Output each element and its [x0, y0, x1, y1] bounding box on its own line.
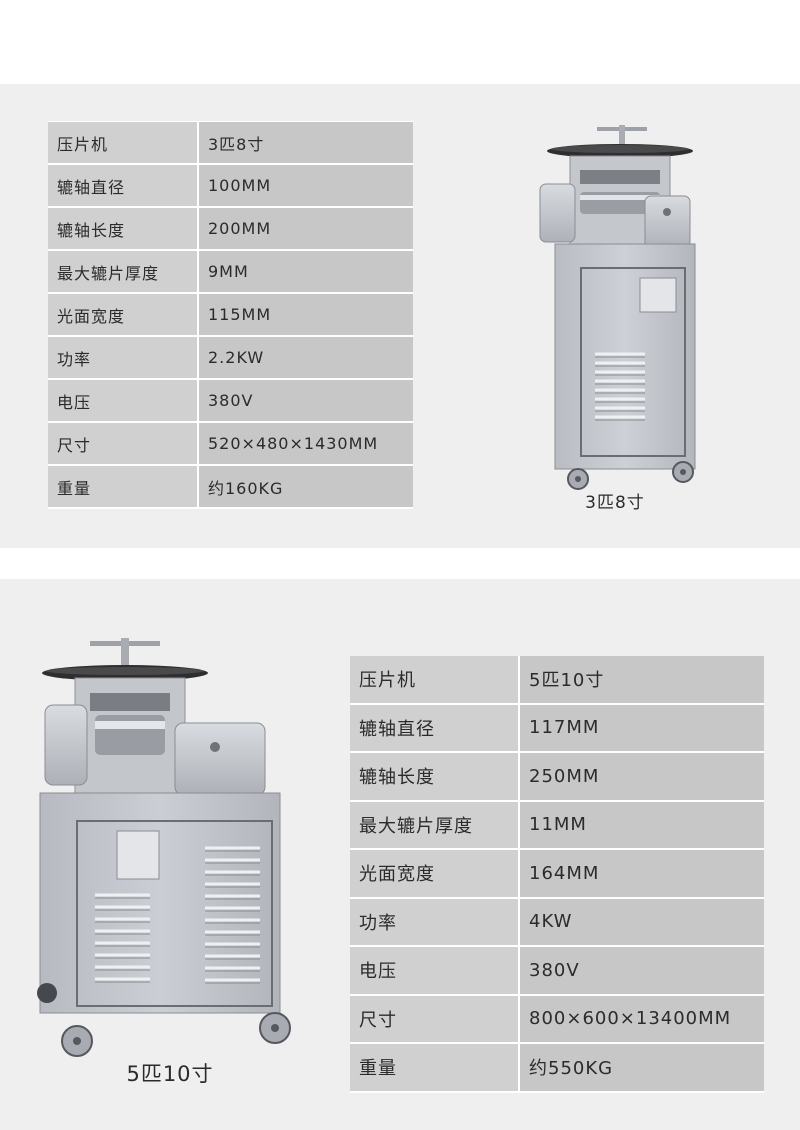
spec-label: 最大辘片厚度 — [350, 800, 520, 850]
machine-caption-3hp: 3匹8寸 — [585, 493, 645, 513]
spec-row-weight: 重量约550KG — [350, 1043, 764, 1093]
spec-label: 尺寸 — [350, 994, 520, 1044]
spec-label: 尺寸 — [48, 422, 199, 466]
spec-label: 功率 — [350, 897, 520, 947]
spec-value: 520×480×1430MM — [198, 422, 413, 466]
spec-value: 380V — [198, 379, 413, 423]
spec-label: 光面宽度 — [350, 849, 520, 899]
spec-value: 5匹10寸 — [519, 656, 764, 705]
spec-value: 117MM — [519, 703, 764, 753]
spec-label: 重量 — [48, 465, 199, 509]
spec-value: 3匹8寸 — [198, 121, 413, 165]
spec-value: 380V — [519, 946, 764, 996]
rolling-mill-3hp-image — [539, 125, 696, 490]
spec-value: 约160KG — [198, 465, 413, 509]
spec-value: 115MM — [198, 293, 413, 337]
spec-row-weight: 重量约160KG — [48, 465, 413, 509]
spec-label: 最大辘片厚度 — [48, 250, 199, 294]
spec-value: 9MM — [198, 250, 413, 294]
spec-value: 100MM — [198, 164, 413, 208]
spec-value: 2.2KW — [198, 336, 413, 380]
spec-label: 重量 — [350, 1043, 520, 1093]
spec-value: 约550KG — [519, 1043, 764, 1093]
spec-label: 辘轴直径 — [48, 164, 199, 208]
rolling-mill-5hp-image — [37, 638, 291, 1057]
spec-label: 电压 — [48, 379, 199, 423]
machine-caption-5hp: 5匹10寸 — [126, 1062, 214, 1086]
spec-value: 164MM — [519, 849, 764, 899]
spec-label: 压片机 — [48, 121, 199, 165]
spec-value: 4KW — [519, 897, 764, 947]
spec-label: 功率 — [48, 336, 199, 380]
spec-label: 辘轴直径 — [350, 703, 520, 753]
spec-label: 辘轴长度 — [48, 207, 199, 251]
spec-label: 压片机 — [350, 656, 520, 705]
spec-value: 11MM — [519, 800, 764, 850]
spec-value: 800×600×13400MM — [519, 994, 764, 1044]
spec-value: 250MM — [519, 752, 764, 802]
spec-label: 辘轴长度 — [350, 752, 520, 802]
spec-label: 电压 — [350, 946, 520, 996]
spec-value: 200MM — [198, 207, 413, 251]
spec-label: 光面宽度 — [48, 293, 199, 337]
